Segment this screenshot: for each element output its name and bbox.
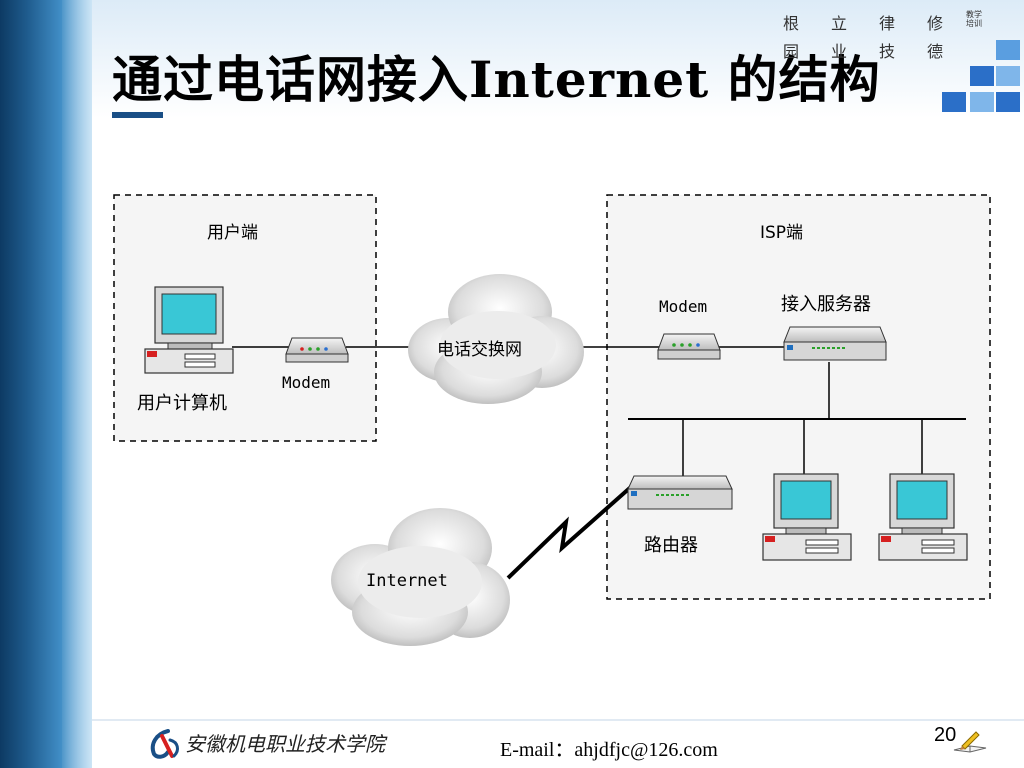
access-server-icon — [783, 326, 887, 361]
user-modem-icon — [285, 337, 349, 363]
motto-char: 德 — [927, 42, 944, 61]
motto-char: 业 — [831, 42, 848, 61]
motto-char: 修 — [927, 14, 944, 33]
title-rest: 过电话网接入Internet 的结构 — [163, 50, 881, 109]
isp-box-label: ISP端 — [760, 223, 804, 243]
motto-char: 律 — [879, 14, 896, 33]
footer-divider — [92, 719, 1024, 721]
school-logo-icon — [150, 729, 179, 759]
deco-square — [970, 92, 994, 112]
router-label: 路由器 — [644, 535, 698, 556]
phone-network-label: 电话交换网 — [437, 340, 522, 360]
footer-band — [92, 721, 1024, 768]
user-computer-label: 用户计算机 — [137, 393, 227, 414]
access-server-label: 接入服务器 — [781, 294, 871, 315]
motto-block: 根 立 律 修 园 业 技 德 — [783, 10, 983, 66]
page-number: 20 — [934, 724, 957, 746]
isp-modem-icon — [657, 333, 721, 360]
deco-square — [996, 66, 1020, 86]
deco-square — [942, 92, 966, 112]
motto-char: 立 — [831, 14, 848, 33]
motto-char: 园 — [783, 42, 800, 61]
user-modem-label: Modem — [282, 373, 331, 392]
header-band — [92, 0, 1024, 118]
phone-network-cloud — [408, 274, 584, 404]
footer-email: E-mail：ahjdfjc@126.com — [500, 739, 718, 761]
deco-square — [996, 40, 1020, 60]
footer-school-name: 安徽机电职业技术学院 — [185, 732, 385, 756]
router-icon — [627, 475, 733, 510]
internet-label: Internet — [366, 571, 448, 591]
title-first-char: 通 — [112, 40, 163, 118]
isp-modem-label: Modem — [659, 297, 708, 316]
internet-cloud — [331, 508, 510, 646]
deco-square — [970, 66, 994, 86]
motto-small-text: 教学培训 — [966, 10, 982, 28]
isp-computer-1-icon — [762, 473, 852, 561]
deco-square — [996, 92, 1020, 112]
motto-char: 根 — [783, 14, 800, 33]
motto-char: 技 — [879, 42, 896, 61]
slide-title: 通过电话网接入Internet 的结构 — [112, 40, 881, 118]
user-box-label: 用户端 — [207, 223, 258, 243]
left-decoration-bar — [0, 0, 92, 768]
pencil-book-icon — [953, 731, 987, 753]
isp-computer-2-icon — [878, 473, 968, 561]
user-computer-icon — [144, 286, 234, 374]
wan-lightning-link — [506, 484, 634, 580]
